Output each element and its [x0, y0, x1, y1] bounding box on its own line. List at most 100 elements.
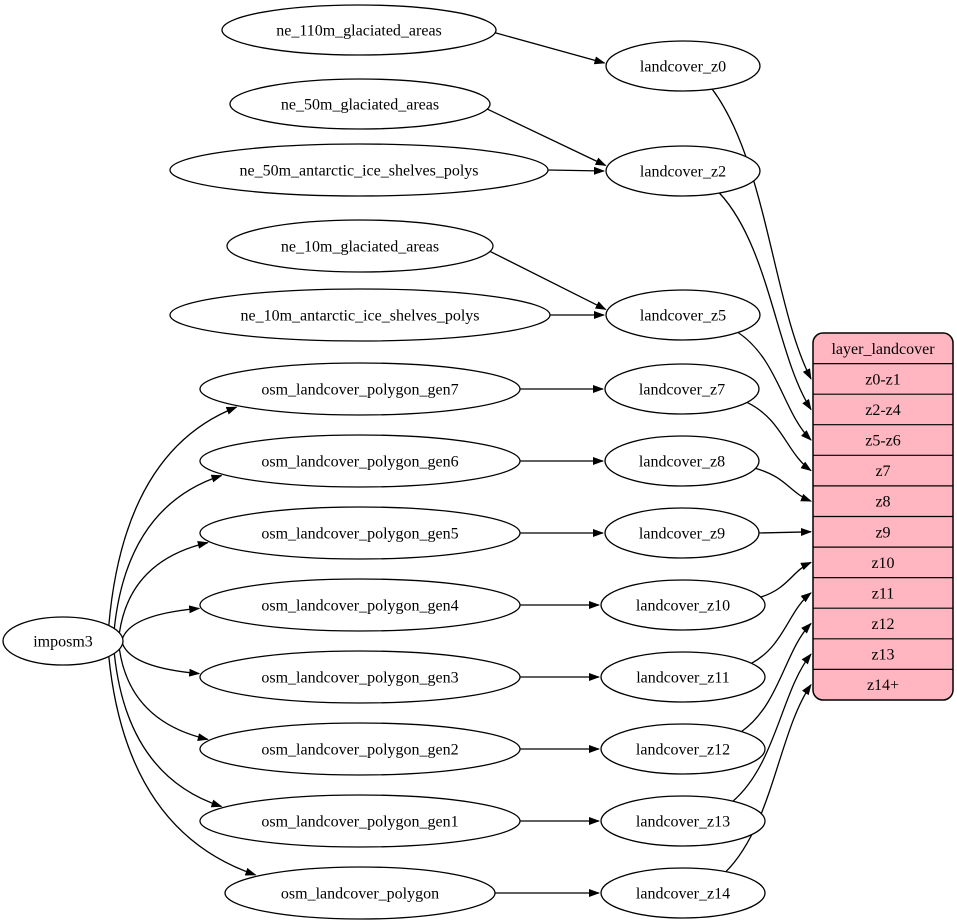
node-label-landcover_z8: landcover_z8: [639, 454, 725, 471]
node-ellipse-osm_landcover_polygon_gen4: [199, 578, 521, 632]
node-landcover_z10: landcover_z10: [600, 579, 766, 631]
edge-imposm3-to-osm_landcover_polygon_gen2: [118, 649, 209, 742]
node-landcover_z12: landcover_z12: [600, 723, 766, 775]
node-ne_50m_antarctic_ice_shelves_polys: ne_50m_antarctic_ice_shelves_polys: [169, 143, 549, 197]
edge-ne_50m_antarctic_ice_shelves_polys-to-landcover_z2: [547, 166, 605, 175]
node-osm_landcover_polygon_gen2: osm_landcover_polygon_gen2: [199, 722, 521, 776]
node-osm_landcover_polygon: osm_landcover_polygon: [224, 866, 496, 920]
node-label-imposm3: imposm3: [33, 634, 93, 651]
node-ne_10m_antarctic_ice_shelves_polys: ne_10m_antarctic_ice_shelves_polys: [169, 288, 551, 342]
edge-ne_50m_glaciated_areas-to-landcover_z2: [487, 108, 607, 167]
node-landcover_z7: landcover_z7: [604, 363, 760, 415]
node-label-landcover_z9: landcover_z9: [639, 526, 725, 543]
node-ellipse-osm_landcover_polygon_gen7: [199, 362, 521, 416]
table-title: layer_landcover: [831, 341, 935, 358]
node-label-osm_landcover_polygon: osm_landcover_polygon: [281, 886, 439, 903]
node-osm_landcover_polygon_gen1: osm_landcover_polygon_gen1: [199, 794, 521, 848]
edge-imposm3-to-osm_landcover_polygon: [108, 656, 257, 876]
node-label-osm_landcover_polygon_gen5: osm_landcover_polygon_gen5: [261, 526, 458, 543]
node-ne_50m_glaciated_areas: ne_50m_glaciated_areas: [229, 78, 491, 130]
table-row-z11: z11: [872, 585, 895, 602]
node-ellipse-ne_50m_glaciated_areas: [229, 78, 491, 130]
node-ellipse-ne_10m_antarctic_ice_shelves_polys: [169, 288, 551, 342]
node-label-landcover_z2: landcover_z2: [640, 164, 726, 181]
node-ellipse-imposm3: [2, 616, 124, 666]
edge-landcover_z11-to-z11: [751, 592, 812, 664]
node-label-ne_10m_antarctic_ice_shelves_polys: ne_10m_antarctic_ice_shelves_polys: [240, 308, 479, 325]
table-row-z13: z13: [871, 647, 894, 664]
node-label-ne_10m_glaciated_areas: ne_10m_glaciated_areas: [281, 239, 439, 256]
node-ellipse-landcover_z9: [604, 507, 760, 559]
node-ellipse-osm_landcover_polygon: [224, 866, 496, 920]
table-row-z5-z6: z5-z6: [865, 433, 901, 450]
node-label-ne_50m_antarctic_ice_shelves_polys: ne_50m_antarctic_ice_shelves_polys: [239, 163, 478, 180]
node-osm_landcover_polygon_gen3: osm_landcover_polygon_gen3: [199, 650, 521, 704]
node-label-landcover_z7: landcover_z7: [639, 382, 725, 399]
node-landcover_z13: landcover_z13: [600, 795, 766, 847]
node-ellipse-landcover_z11: [600, 651, 766, 703]
node-ellipse-landcover_z14: [600, 867, 766, 919]
node-ellipse-landcover_z2: [605, 145, 761, 197]
edge-landcover_z7-to-z7: [746, 401, 812, 472]
node-ellipse-osm_landcover_polygon_gen1: [199, 794, 521, 848]
edge-imposm3-to-osm_landcover_polygon_gen3: [121, 643, 201, 677]
node-ellipse-landcover_z13: [600, 795, 766, 847]
node-label-osm_landcover_polygon_gen4: osm_landcover_polygon_gen4: [261, 598, 458, 615]
node-ellipse-osm_landcover_polygon_gen6: [199, 434, 521, 488]
node-ellipse-landcover_z12: [600, 723, 766, 775]
table-row-z8: z8: [875, 494, 890, 511]
node-label-landcover_z12: landcover_z12: [636, 742, 730, 759]
edge-landcover_z9-to-z9: [758, 528, 812, 537]
table-row-z0-z1: z0-z1: [865, 371, 901, 388]
node-ne_10m_glaciated_areas: ne_10m_glaciated_areas: [226, 219, 494, 273]
node-ellipse-landcover_z7: [604, 363, 760, 415]
node-osm_landcover_polygon_gen7: osm_landcover_polygon_gen7: [199, 362, 521, 416]
node-label-osm_landcover_polygon_gen3: osm_landcover_polygon_gen3: [261, 670, 458, 687]
node-ellipse-landcover_z10: [600, 579, 766, 631]
node-label-osm_landcover_polygon_gen6: osm_landcover_polygon_gen6: [261, 454, 458, 471]
node-landcover_z8: landcover_z8: [604, 435, 760, 487]
edge-landcover_z2-to-z2-z4: [718, 192, 812, 411]
node-label-landcover_z5: landcover_z5: [640, 308, 726, 325]
edge-landcover_z12-to-z12: [741, 622, 812, 733]
node-osm_landcover_polygon_gen4: osm_landcover_polygon_gen4: [199, 578, 521, 632]
node-ellipse-osm_landcover_polygon_gen3: [199, 650, 521, 704]
edge-ne_10m_glaciated_areas-to-landcover_z5: [489, 250, 607, 310]
table-row-z10: z10: [871, 555, 894, 572]
table-layer: layer_landcoverz0-z1z2-z4z5-z6z7z8z9z10z…: [812, 332, 954, 701]
edge-landcover_z0-to-z0-z1: [711, 88, 812, 380]
edge-landcover_z10-to-z10: [760, 561, 812, 598]
node-ellipse-ne_110m_glaciated_areas: [221, 4, 497, 56]
node-label-osm_landcover_polygon_gen1: osm_landcover_polygon_gen1: [261, 814, 458, 831]
node-ellipse-landcover_z8: [604, 435, 760, 487]
node-label-landcover_z10: landcover_z10: [636, 598, 730, 615]
edge-landcover_z14-to-z14+: [725, 683, 812, 873]
node-label-ne_110m_glaciated_areas: ne_110m_glaciated_areas: [276, 23, 442, 40]
node-osm_landcover_polygon_gen6: osm_landcover_polygon_gen6: [199, 434, 521, 488]
node-ellipse-ne_10m_glaciated_areas: [226, 219, 494, 273]
node-label-landcover_z11: landcover_z11: [636, 670, 730, 687]
node-ne_110m_glaciated_areas: ne_110m_glaciated_areas: [221, 4, 497, 56]
node-landcover_z9: landcover_z9: [604, 507, 760, 559]
node-label-osm_landcover_polygon_gen2: osm_landcover_polygon_gen2: [261, 742, 458, 759]
edge-imposm3-to-osm_landcover_polygon_gen7: [108, 406, 238, 626]
node-label-landcover_z0: landcover_z0: [640, 59, 726, 76]
node-label-landcover_z14: landcover_z14: [636, 886, 730, 903]
node-landcover_z14: landcover_z14: [600, 867, 766, 919]
edge-imposm3-to-osm_landcover_polygon_gen6: [113, 474, 223, 629]
node-landcover_z5: landcover_z5: [605, 289, 761, 341]
edge-landcover_z8-to-z8: [755, 467, 812, 502]
edge-imposm3-to-osm_landcover_polygon_gen5: [118, 540, 209, 633]
table-row-z9: z9: [875, 524, 890, 541]
edge-landcover_z5-to-z5-z6: [737, 331, 812, 441]
node-ellipse-osm_landcover_polygon_gen5: [199, 506, 521, 560]
node-ellipse-landcover_z5: [605, 289, 761, 341]
node-ellipse-landcover_z0: [605, 40, 761, 92]
node-label-ne_50m_glaciated_areas: ne_50m_glaciated_areas: [281, 97, 439, 114]
edges-layer: [108, 32, 812, 897]
table-layer_landcover: layer_landcoverz0-z1z2-z4z5-z6z7z8z9z10z…: [812, 332, 954, 701]
table-row-z2-z4: z2-z4: [865, 402, 901, 419]
node-landcover_z11: landcover_z11: [600, 651, 766, 703]
edge-imposm3-to-osm_landcover_polygon_gen1: [113, 653, 223, 808]
